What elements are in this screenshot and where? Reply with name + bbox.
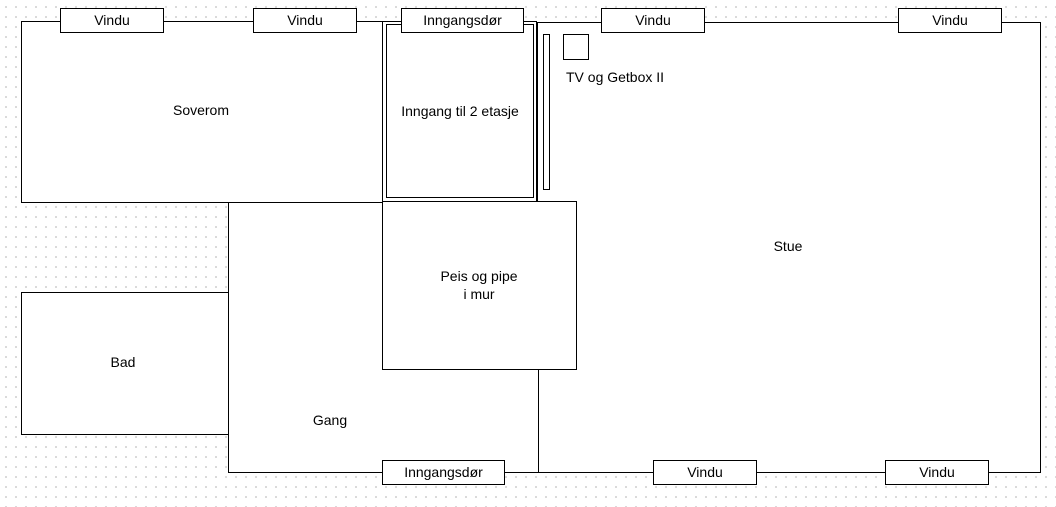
window-4[interactable]: Vindu — [898, 8, 1002, 33]
label-soverom: Soverom — [172, 102, 230, 118]
entrance-door-top[interactable]: Inngangsdør — [401, 8, 524, 33]
entrance-door-bottom[interactable]: Inngangsdør — [382, 460, 505, 485]
label-gang: Gang — [312, 412, 348, 428]
window-6[interactable]: Vindu — [885, 460, 989, 485]
room-bad[interactable] — [21, 292, 229, 435]
window-2[interactable]: Vindu — [253, 8, 357, 33]
window-1[interactable]: Vindu — [60, 8, 164, 33]
window-5[interactable]: Vindu — [653, 460, 757, 485]
label-tv: TV og Getbox II — [566, 69, 665, 85]
label-peis-line1: Peis og pipe — [440, 268, 518, 284]
label-bad: Bad — [110, 354, 136, 370]
room-inngang-outer[interactable] — [382, 21, 537, 203]
tv-stand[interactable] — [543, 34, 550, 190]
tv-box[interactable] — [563, 34, 589, 60]
room-stue[interactable] — [537, 22, 1041, 473]
window-3[interactable]: Vindu — [601, 8, 705, 33]
fireplace[interactable] — [382, 201, 577, 370]
label-inngang: Inngang til 2 etasje — [401, 103, 519, 119]
label-stue: Stue — [773, 238, 803, 254]
label-peis-line2: i mur — [463, 286, 495, 302]
